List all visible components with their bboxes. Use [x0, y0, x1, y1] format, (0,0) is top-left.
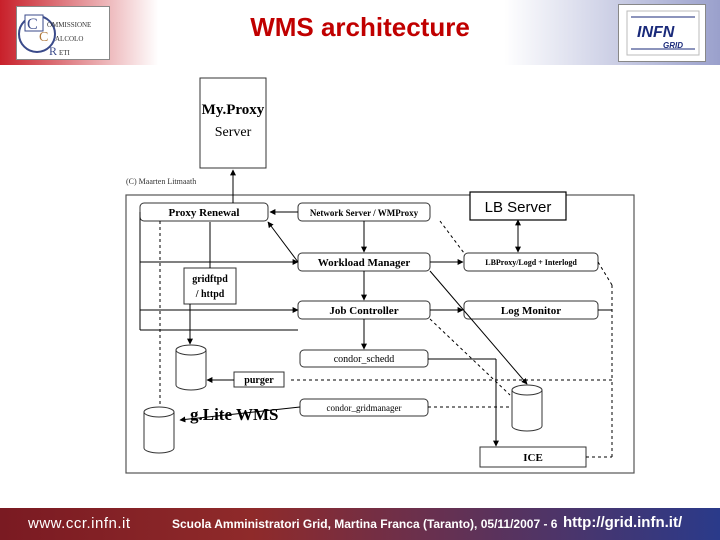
- ice-label: ICE: [523, 452, 543, 464]
- footer-grid-link[interactable]: http://grid.infn.it/: [563, 514, 683, 531]
- infn-logo-text: INFN: [637, 24, 675, 41]
- ccr-logo: C C R OMMISSIONE ALCOLO ETI: [16, 6, 110, 60]
- workload-manager-label: Workload Manager: [318, 257, 411, 269]
- logo-initial-3: R: [49, 44, 57, 58]
- network-server-label: Network Server / WMProxy: [310, 208, 419, 218]
- condor-schedd-label: condor_schedd: [334, 354, 395, 365]
- gridftpd-label-2: / httpd: [195, 289, 225, 300]
- grid-logo-text: GRID: [663, 41, 683, 50]
- logo-word-3: ETI: [59, 49, 71, 57]
- log-monitor-label: Log Monitor: [501, 305, 561, 317]
- copyright-label: (C) Maarten Litmaath: [126, 177, 196, 186]
- myproxy-label-1: My.Proxy: [202, 102, 265, 118]
- logo-initial-1: C: [27, 16, 38, 33]
- logo-word-1: OMMISSIONE: [47, 21, 91, 29]
- storage-database-2: [143, 406, 175, 454]
- logo-initial-2: C: [39, 30, 48, 45]
- logo-word-2: ALCOLO: [55, 35, 83, 43]
- myproxy-server-box: [199, 77, 267, 169]
- job-controller-label: Job Controller: [329, 305, 398, 317]
- proxy-renewal-label: Proxy Renewal: [169, 207, 240, 219]
- gridftpd-label-1: gridftpd: [192, 274, 228, 285]
- page-title: WMS architecture: [250, 12, 470, 42]
- wms-frame: [125, 194, 635, 474]
- diagram-connectors: [139, 169, 612, 447]
- lbproxy-label: LBProxy/Logd + Interlogd: [485, 258, 577, 267]
- header-bar: C C R OMMISSIONE ALCOLO ETI WMS architec…: [0, 0, 720, 65]
- storage-database-1: [175, 344, 207, 391]
- purger-label: purger: [244, 375, 274, 386]
- condor-gridmanager-label: condor_gridmanager: [327, 403, 402, 413]
- footer-caption: Scuola Amministratori Grid, Martina Fran…: [172, 517, 558, 531]
- storage-database-3: [511, 384, 543, 432]
- infn-grid-logo: INFN GRID: [618, 4, 706, 62]
- myproxy-label-2: Server: [215, 125, 252, 140]
- footer-ccr-link[interactable]: www.ccr.infn.it: [28, 515, 131, 532]
- lb-server-label: LB Server: [485, 199, 552, 216]
- footer-bar: www.ccr.infn.it Scuola Amministratori Gr…: [0, 508, 720, 540]
- diagram-dashed-connectors: [159, 220, 613, 458]
